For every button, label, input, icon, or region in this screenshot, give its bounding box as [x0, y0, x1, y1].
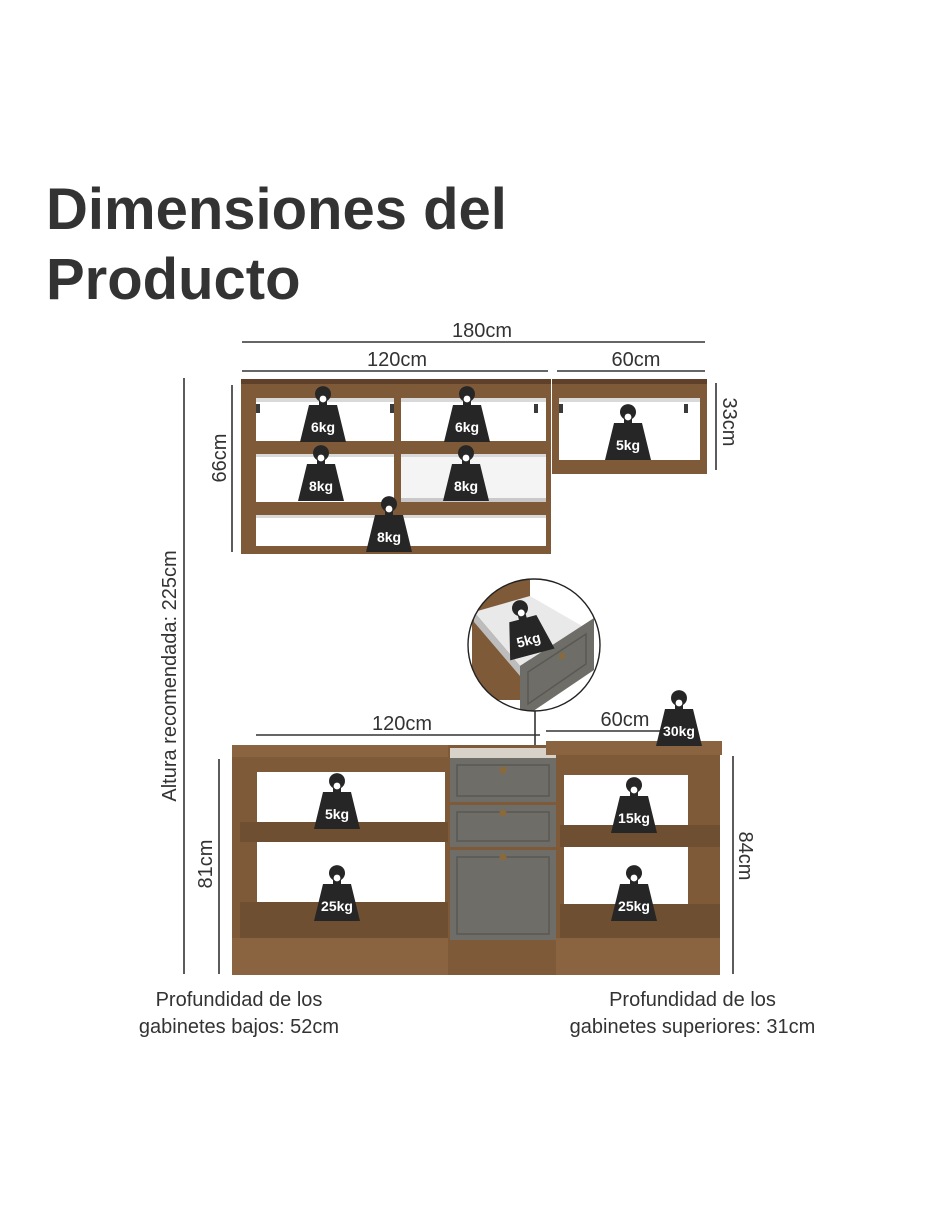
- weight-icon: 5kg: [605, 404, 651, 460]
- lower-depth-note-line1: Profundidad de los: [155, 989, 323, 1011]
- lower-right-width-label: 60cm: [601, 709, 650, 731]
- weight-label: 25kg: [321, 898, 353, 914]
- weight-label: 5kg: [325, 806, 349, 822]
- weight-label: 30kg: [663, 723, 695, 739]
- weight-label: 5kg: [616, 437, 640, 453]
- weight-icon: 25kg: [611, 865, 657, 921]
- page-title-line1: Dimensiones del: [46, 177, 507, 242]
- weight-label: 6kg: [455, 419, 479, 435]
- upper-total-width-label: 180cm: [452, 320, 512, 342]
- weight-label: 6kg: [311, 419, 335, 435]
- weight-label: 5kg: [515, 629, 542, 651]
- lower-left-height-label: 81cm: [195, 840, 217, 889]
- lower-left-width-label: 120cm: [372, 713, 432, 735]
- weight-icon: 8kg: [298, 445, 344, 501]
- page-title: Dimensiones del Producto: [46, 175, 507, 315]
- weight-icon: 6kg: [444, 386, 490, 442]
- drawer-unit: [448, 745, 558, 975]
- lower-depth-note: Profundidad de los gabinetes bajos: 52cm: [108, 987, 370, 1041]
- weight-icon: 25kg: [314, 865, 360, 921]
- upper-right-width-label: 60cm: [612, 349, 661, 371]
- recommended-height-label: Altura recomendada: 225cm: [159, 550, 181, 801]
- upper-left-height-label: 66cm: [209, 434, 231, 483]
- weight-icon: 15kg: [611, 777, 657, 833]
- weight-icon: 30kg: [656, 690, 702, 746]
- weight-icon: 5kg: [314, 773, 360, 829]
- upper-depth-note: Profundidad de los gabinetes superiores:…: [540, 987, 845, 1041]
- weight-label: 25kg: [618, 898, 650, 914]
- weight-label: 8kg: [309, 478, 333, 494]
- lower-depth-note-line2: gabinetes bajos: 52cm: [138, 1016, 340, 1038]
- weight-icon: 8kg: [366, 496, 412, 552]
- weight-icon: 6kg: [300, 386, 346, 442]
- weight-icon: 8kg: [443, 445, 489, 501]
- weight-label: 8kg: [454, 478, 478, 494]
- upper-left-width-label: 120cm: [367, 349, 427, 371]
- weight-label: 15kg: [618, 810, 650, 826]
- lower-right-cabinet: [546, 741, 722, 975]
- lower-right-height-label: 84cm: [734, 832, 756, 881]
- upper-depth-note-line2: gabinetes superiores: 31cm: [569, 1016, 816, 1038]
- weight-icon: 5kg: [495, 594, 555, 661]
- weight-label: 8kg: [377, 529, 401, 545]
- upper-right-height-label: 33cm: [718, 398, 740, 447]
- upper-depth-note-line1: Profundidad de los: [609, 989, 776, 1011]
- dimension-lines: [183, 341, 734, 974]
- page-title-line2: Producto: [46, 247, 301, 312]
